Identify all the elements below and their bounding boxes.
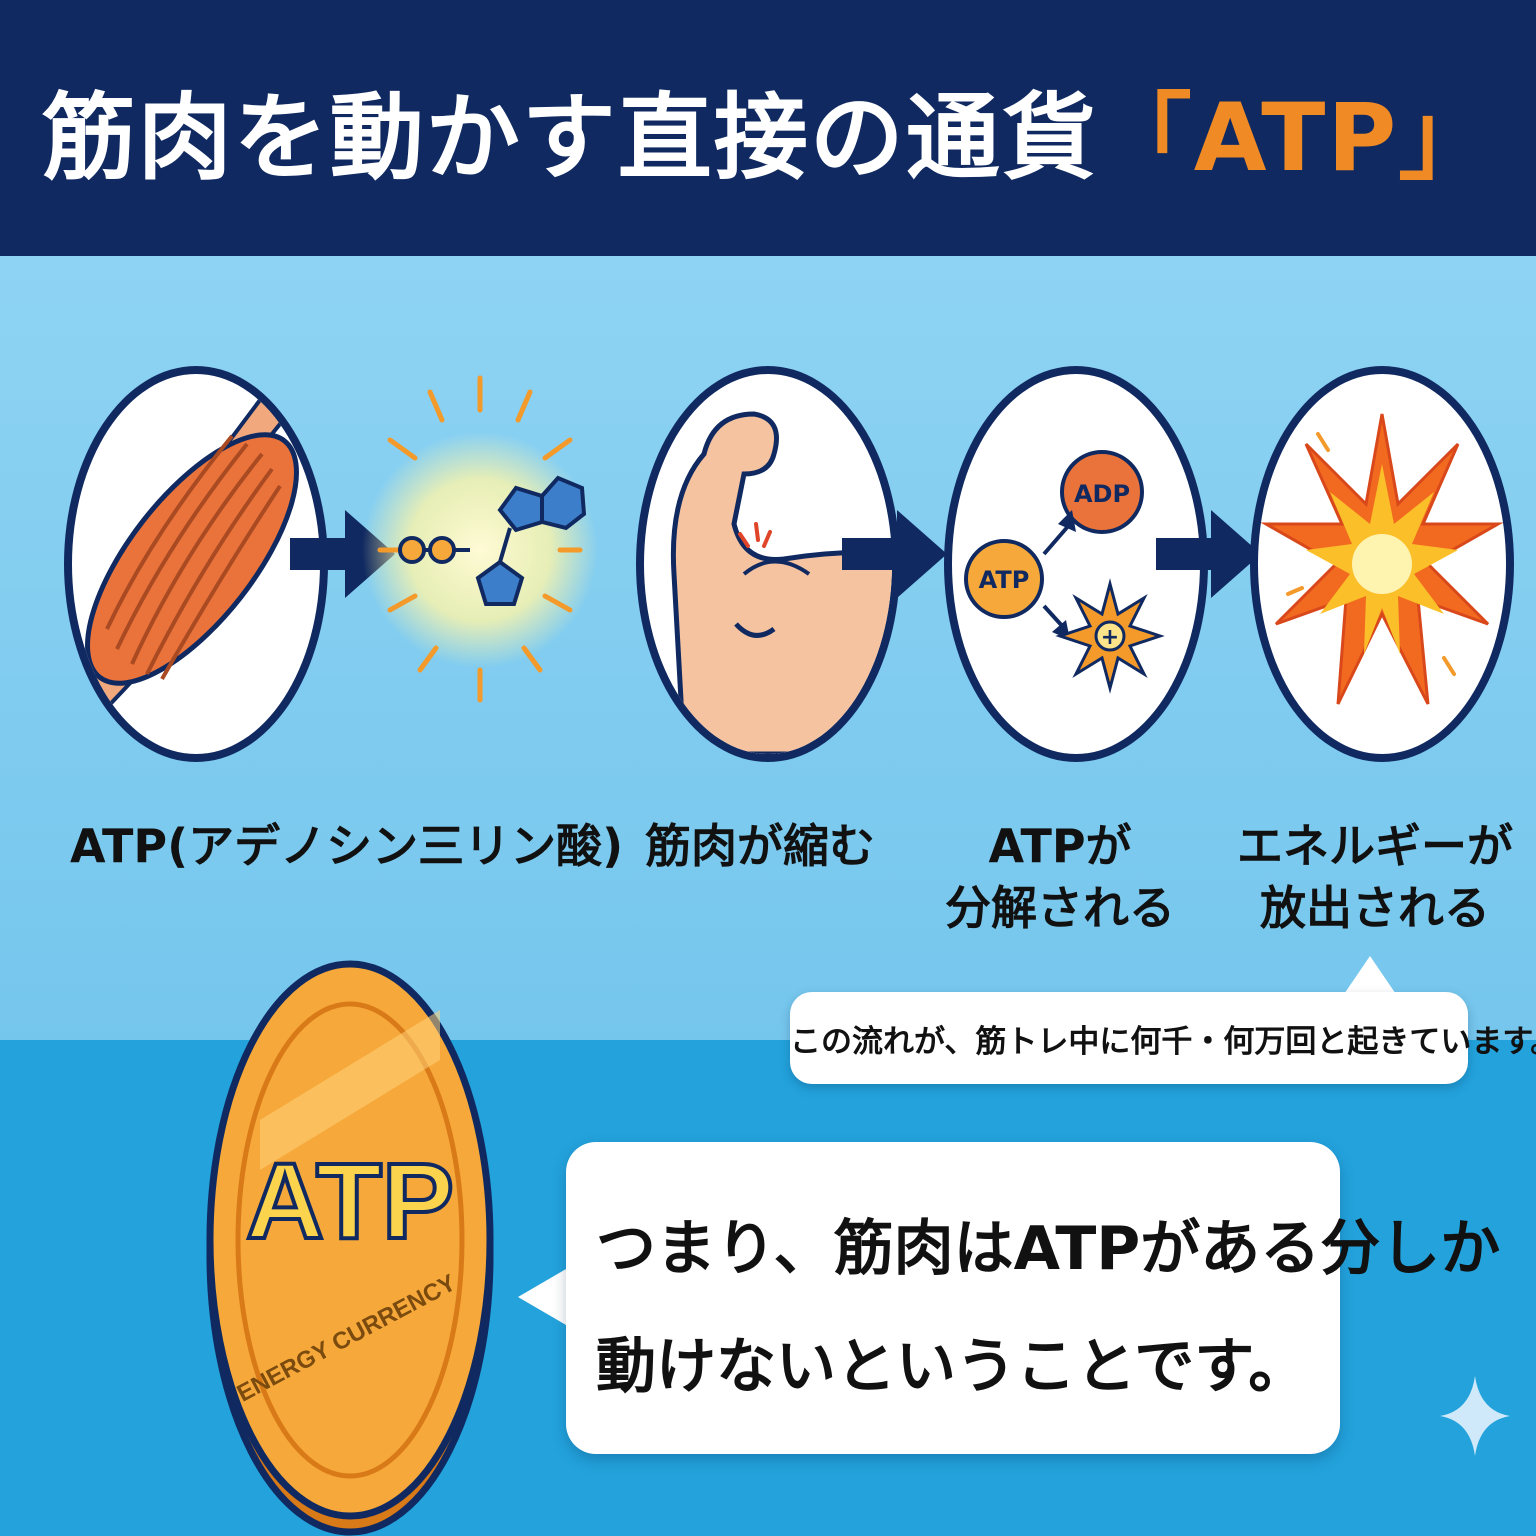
atp-molecule-icon <box>362 375 598 703</box>
note-bubble-tail <box>1340 956 1400 1000</box>
arrow-right-icon <box>842 510 947 598</box>
title-main: 筋肉を動かす直接の通貨 <box>41 84 1098 193</box>
energy-burst-icon <box>1260 413 1504 705</box>
step-label-energy-2: 放出される <box>1260 881 1490 935</box>
atp-breakdown-icon: ATP ADP + <box>964 450 1165 694</box>
step-label-atp: ATP(アデノシン三リン酸) <box>70 819 624 873</box>
muscle-fiber-icon <box>72 374 315 737</box>
muscle-circle <box>64 366 328 762</box>
flexed-arm-icon <box>670 411 892 754</box>
reaction-plus-label: + <box>1101 625 1119 650</box>
conclusion-bubble <box>566 1142 1340 1454</box>
page-title: 筋肉を動かす直接の通貨「ATP」 <box>0 62 1536 198</box>
energy-circle <box>1250 366 1514 762</box>
step-label-contract: 筋肉が縮む <box>645 819 875 873</box>
sparkle-icon <box>1440 1376 1510 1456</box>
step-label-break-1: ATPが <box>988 819 1132 873</box>
note-text: この流れが、筋トレ中に何千・何万回と起きています。 <box>790 1024 1536 1060</box>
step-label-break-2: 分解される <box>945 881 1175 935</box>
arm-circle <box>636 366 900 762</box>
title-highlight: 「ATP」 <box>1097 84 1495 193</box>
coin-main-label: ATP <box>246 1140 454 1261</box>
conclusion-line-1: つまり、筋肉はATPがある分しか <box>596 1214 1501 1284</box>
main-bubble-tail <box>518 1262 578 1332</box>
note-bubble <box>790 992 1468 1084</box>
conclusion-line-2: 動けないということです。 <box>596 1332 1309 1402</box>
step-label-energy-1: エネルギーが <box>1237 819 1513 873</box>
reaction-adp-label: ADP <box>1074 480 1130 508</box>
arrow-right-icon <box>1156 510 1261 598</box>
reaction-atp-label: ATP <box>979 566 1030 594</box>
atp-coin-icon: ATP ENERGY CURRENCY <box>206 960 494 1536</box>
header-banner <box>0 0 1536 256</box>
